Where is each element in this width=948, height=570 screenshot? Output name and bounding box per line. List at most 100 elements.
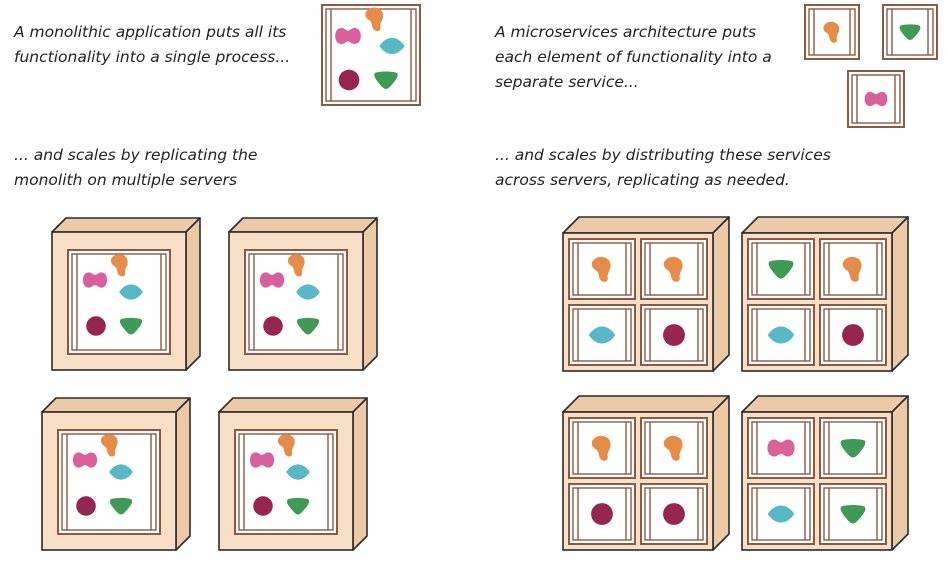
panel-inset	[751, 308, 811, 362]
panel-frame	[640, 238, 708, 300]
service-teal-diamond	[747, 304, 815, 366]
microservices-caption-bottom: ... and scales by distributing these ser…	[495, 143, 831, 193]
maroon-circle-icon	[338, 69, 360, 91]
maroon-circle-icon	[263, 316, 283, 336]
server-side	[352, 397, 368, 551]
panel-inset	[644, 487, 704, 541]
panel-inset	[751, 242, 811, 296]
green-triangle-icon	[374, 71, 398, 89]
orange-blob-icon	[277, 434, 295, 457]
panel-inset	[886, 8, 934, 56]
pink-blob-icon	[72, 452, 98, 468]
caption-line: monolith on multiple servers	[14, 171, 237, 189]
panel-inset	[823, 242, 883, 296]
orange-blob-icon	[591, 256, 611, 282]
maroon-circle-icon	[76, 496, 96, 516]
maroon-circle-icon	[842, 324, 864, 346]
green-triangle-icon	[296, 317, 320, 335]
panel-inset	[238, 433, 334, 531]
caption-line: functionality into a single process...	[14, 48, 291, 66]
caption-line: A monolithic application puts all its	[14, 23, 287, 41]
panel-inset	[644, 242, 704, 296]
green-triangle-icon	[768, 259, 794, 279]
panel-frame	[747, 304, 815, 366]
maroon-circle-icon	[86, 316, 106, 336]
server-top	[562, 395, 730, 413]
teal-diamond-icon	[767, 505, 795, 523]
server-top	[228, 217, 378, 233]
panel-inset	[572, 308, 632, 362]
green-triangle-icon	[840, 438, 866, 458]
pink-blob-icon	[259, 272, 285, 288]
caption-line: separate service...	[495, 73, 639, 91]
pink-blob-icon	[249, 452, 275, 468]
orange-blob-icon	[100, 434, 118, 457]
monolith-caption-top: A monolithic application puts all its fu…	[14, 20, 290, 70]
panel-inset	[851, 74, 901, 124]
microservices-caption-top: A microservices architecture puts each e…	[495, 20, 772, 95]
server-top	[41, 397, 191, 413]
server-side	[185, 217, 201, 371]
orange-blob-icon	[823, 21, 840, 43]
panel-frame	[67, 249, 171, 355]
server-side	[712, 395, 730, 551]
server-side	[891, 216, 909, 372]
panel-inset	[808, 8, 856, 56]
panel-inset	[823, 421, 883, 475]
service-teal-diamond	[747, 483, 815, 545]
green-triangle-icon	[840, 504, 866, 524]
panel-frame	[747, 483, 815, 545]
service-pink-blob	[847, 70, 905, 128]
teal-diamond-icon	[109, 464, 133, 480]
caption-line: each element of functionality into a	[495, 48, 772, 66]
caption-line: across servers, replicating as needed.	[495, 171, 790, 189]
orange-blob-icon	[663, 256, 683, 282]
server-side	[362, 217, 378, 371]
teal-diamond-icon	[296, 284, 320, 300]
teal-diamond-icon	[379, 37, 405, 55]
caption-line: A microservices architecture puts	[495, 23, 757, 41]
panel-inset	[572, 487, 632, 541]
green-triangle-icon	[119, 317, 143, 335]
pink-blob-icon	[864, 91, 888, 107]
caption-line: ... and scales by replicating the	[14, 146, 258, 164]
server-top	[562, 216, 730, 234]
pink-blob-icon	[82, 272, 108, 288]
maroon-circle-icon	[663, 324, 685, 346]
orange-blob-icon	[365, 7, 384, 32]
server-side	[175, 397, 191, 551]
server-side	[712, 216, 730, 372]
green-triangle-icon	[899, 24, 921, 40]
teal-diamond-icon	[588, 326, 616, 344]
panel-inset	[644, 421, 704, 475]
panel-inset	[572, 421, 632, 475]
pink-blob-icon	[767, 439, 795, 457]
pink-blob-icon	[335, 27, 361, 45]
teal-diamond-icon	[286, 464, 310, 480]
panel-inset	[248, 253, 344, 351]
server-side	[891, 395, 909, 551]
caption-line: ... and scales by distributing these ser…	[495, 146, 831, 164]
panel-inset	[751, 421, 811, 475]
teal-diamond-icon	[767, 326, 795, 344]
orange-blob-icon	[287, 254, 305, 277]
panel-inset	[572, 242, 632, 296]
maroon-circle-icon	[253, 496, 273, 516]
green-triangle-icon	[109, 497, 133, 515]
orange-blob-icon	[663, 435, 683, 461]
panel-inset	[823, 487, 883, 541]
server-top	[741, 395, 909, 413]
panel-inset	[751, 487, 811, 541]
orange-blob-icon	[110, 254, 128, 277]
maroon-circle-icon	[591, 503, 613, 525]
green-triangle-icon	[286, 497, 310, 515]
panel-inset	[71, 253, 167, 351]
panel-inset	[61, 433, 157, 531]
orange-blob-icon	[842, 256, 862, 282]
monolith-application	[67, 249, 171, 355]
service-orange-blob	[640, 238, 708, 300]
server-top	[741, 216, 909, 234]
teal-diamond-icon	[119, 284, 143, 300]
server-top	[51, 217, 201, 233]
